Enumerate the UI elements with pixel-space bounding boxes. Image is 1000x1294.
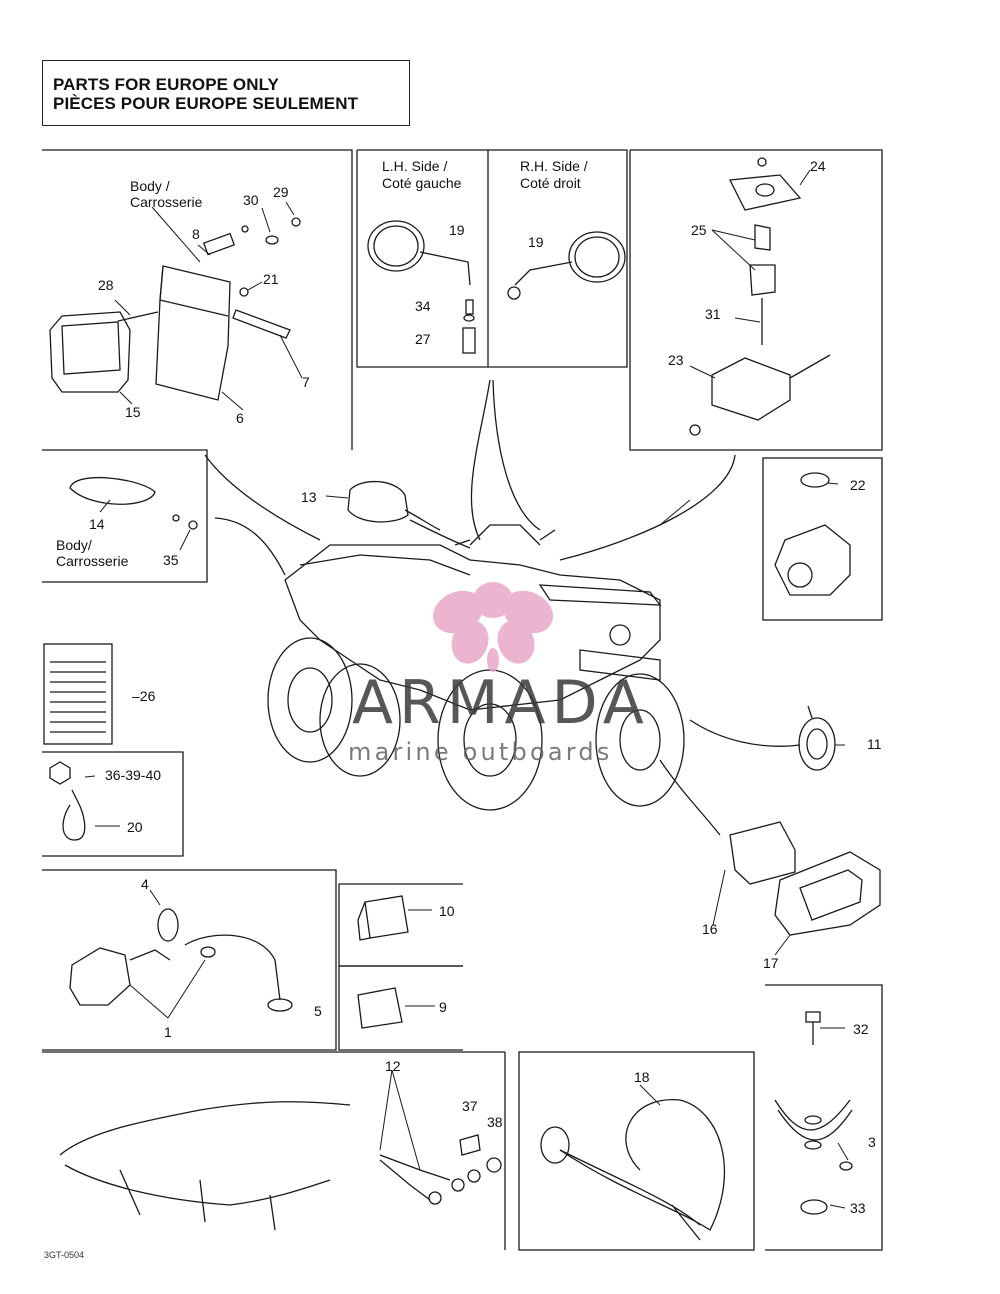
callout-20: 20 [127, 819, 143, 835]
callout-37: 37 [462, 1098, 478, 1114]
relay-9 [357, 987, 403, 1029]
headlight-bezel [774, 851, 881, 936]
lock-cover [711, 357, 791, 421]
callout-18: 18 [634, 1069, 650, 1085]
watermark-brand: ARMADA [352, 668, 650, 738]
plate-bracket [155, 265, 231, 401]
horn [798, 717, 836, 771]
callout-38: 38 [487, 1114, 503, 1130]
carrosserie-label: Carrosserie [130, 194, 203, 210]
mirror-left [367, 220, 425, 272]
callout-30: 30 [243, 192, 259, 208]
callout-10: 10 [439, 903, 455, 919]
speedometer-cable [559, 1099, 726, 1231]
callout-13: 13 [301, 489, 317, 505]
lock-bracket [728, 174, 802, 211]
turn-signal [69, 947, 131, 1006]
leader-arrow [492, 379, 541, 531]
carburetor [774, 524, 851, 596]
frame-lock-panel [629, 149, 883, 451]
callout-19-left: 19 [449, 222, 465, 238]
callout-17: 17 [763, 955, 779, 971]
carrosserie-label: Carrosserie [56, 553, 129, 569]
callout-8: 8 [192, 226, 200, 242]
header-line-1: PARTS FOR EUROPE ONLY [53, 75, 279, 94]
callout-6: 6 [236, 410, 244, 426]
callout-32: 32 [853, 1021, 869, 1037]
watermark-logo [432, 582, 554, 672]
wiring-harness [59, 1101, 351, 1156]
callout-23: 23 [668, 352, 684, 368]
callout-27: 27 [415, 331, 431, 347]
switch-13 [347, 480, 409, 523]
sleeve [202, 232, 236, 256]
callout-15: 15 [125, 404, 141, 420]
relay-10 [364, 895, 409, 939]
header-line-2: PIÈCES POUR EUROPE SEULEMENT [53, 94, 359, 113]
callout-5: 5 [314, 1003, 322, 1019]
leader-arrow [689, 719, 801, 747]
callout-36-39-40: 36-39-40 [105, 767, 162, 783]
leader-arrow [470, 379, 491, 541]
leader-arrow [559, 454, 736, 561]
headlight [729, 821, 796, 885]
leader-arrow [204, 454, 321, 541]
frame-clamp-panel [42, 751, 184, 857]
frame-relay2-panel [338, 965, 463, 1051]
callout-34: 34 [415, 298, 431, 314]
callout-3: 3 [868, 1134, 876, 1150]
leader-arrow [409, 519, 471, 549]
callout-11: 11 [867, 736, 882, 752]
callout-35: 35 [163, 552, 179, 568]
callout-26: –26 [132, 688, 156, 704]
reference-code: 3GT-0504 [44, 1250, 85, 1260]
rh-side-title: R.H. Side / [520, 158, 588, 174]
callout-1: 1 [164, 1024, 172, 1040]
frame-cable-panel [518, 1051, 755, 1251]
body-label: Body/ [56, 537, 92, 553]
callout-26-number: 26 [139, 688, 156, 704]
callout-24: 24 [810, 158, 826, 174]
frame-mirror-panel [356, 149, 628, 368]
lh-side-subtitle: Coté gauche [382, 175, 462, 191]
grommet [800, 1199, 828, 1215]
atv-illustration [267, 524, 685, 811]
mirror-right [568, 231, 626, 283]
callout-19-right: 19 [528, 234, 544, 250]
callout-7: 7 [302, 374, 310, 390]
callout-29: 29 [273, 184, 289, 200]
frame-bolt-panel [765, 984, 883, 1251]
callout-31: 31 [705, 306, 721, 322]
callout-16: 16 [702, 921, 718, 937]
callout-14: 14 [89, 516, 105, 532]
lh-side-title: L.H. Side / [382, 158, 448, 174]
frame-top-left [42, 149, 353, 450]
tail-light [49, 311, 131, 393]
header-box: PARTS FOR EUROPE ONLY PIÈCES POUR EUROPE… [42, 60, 410, 126]
frame-signal-panel [42, 869, 337, 1051]
frame-lens-panel [42, 449, 208, 583]
callout-12: 12 [385, 1058, 401, 1074]
watermark-tagline: marine outboards [348, 738, 613, 766]
leader-arrow [214, 517, 286, 576]
callout-22: 22 [850, 477, 866, 493]
frame-carb-panel [762, 457, 883, 621]
rh-side-subtitle: Coté droit [520, 175, 581, 191]
callout-33: 33 [850, 1200, 866, 1216]
callout-4: 4 [141, 876, 149, 892]
warning-label [43, 643, 113, 745]
callout-9: 9 [439, 999, 447, 1015]
body-label: Body / [130, 178, 170, 194]
callout-21: 21 [263, 271, 279, 287]
leader-arrow [659, 759, 721, 836]
marker-lens [69, 477, 156, 505]
callout-25: 25 [691, 222, 707, 238]
callout-28: 28 [98, 277, 114, 293]
bolt [805, 1011, 821, 1023]
